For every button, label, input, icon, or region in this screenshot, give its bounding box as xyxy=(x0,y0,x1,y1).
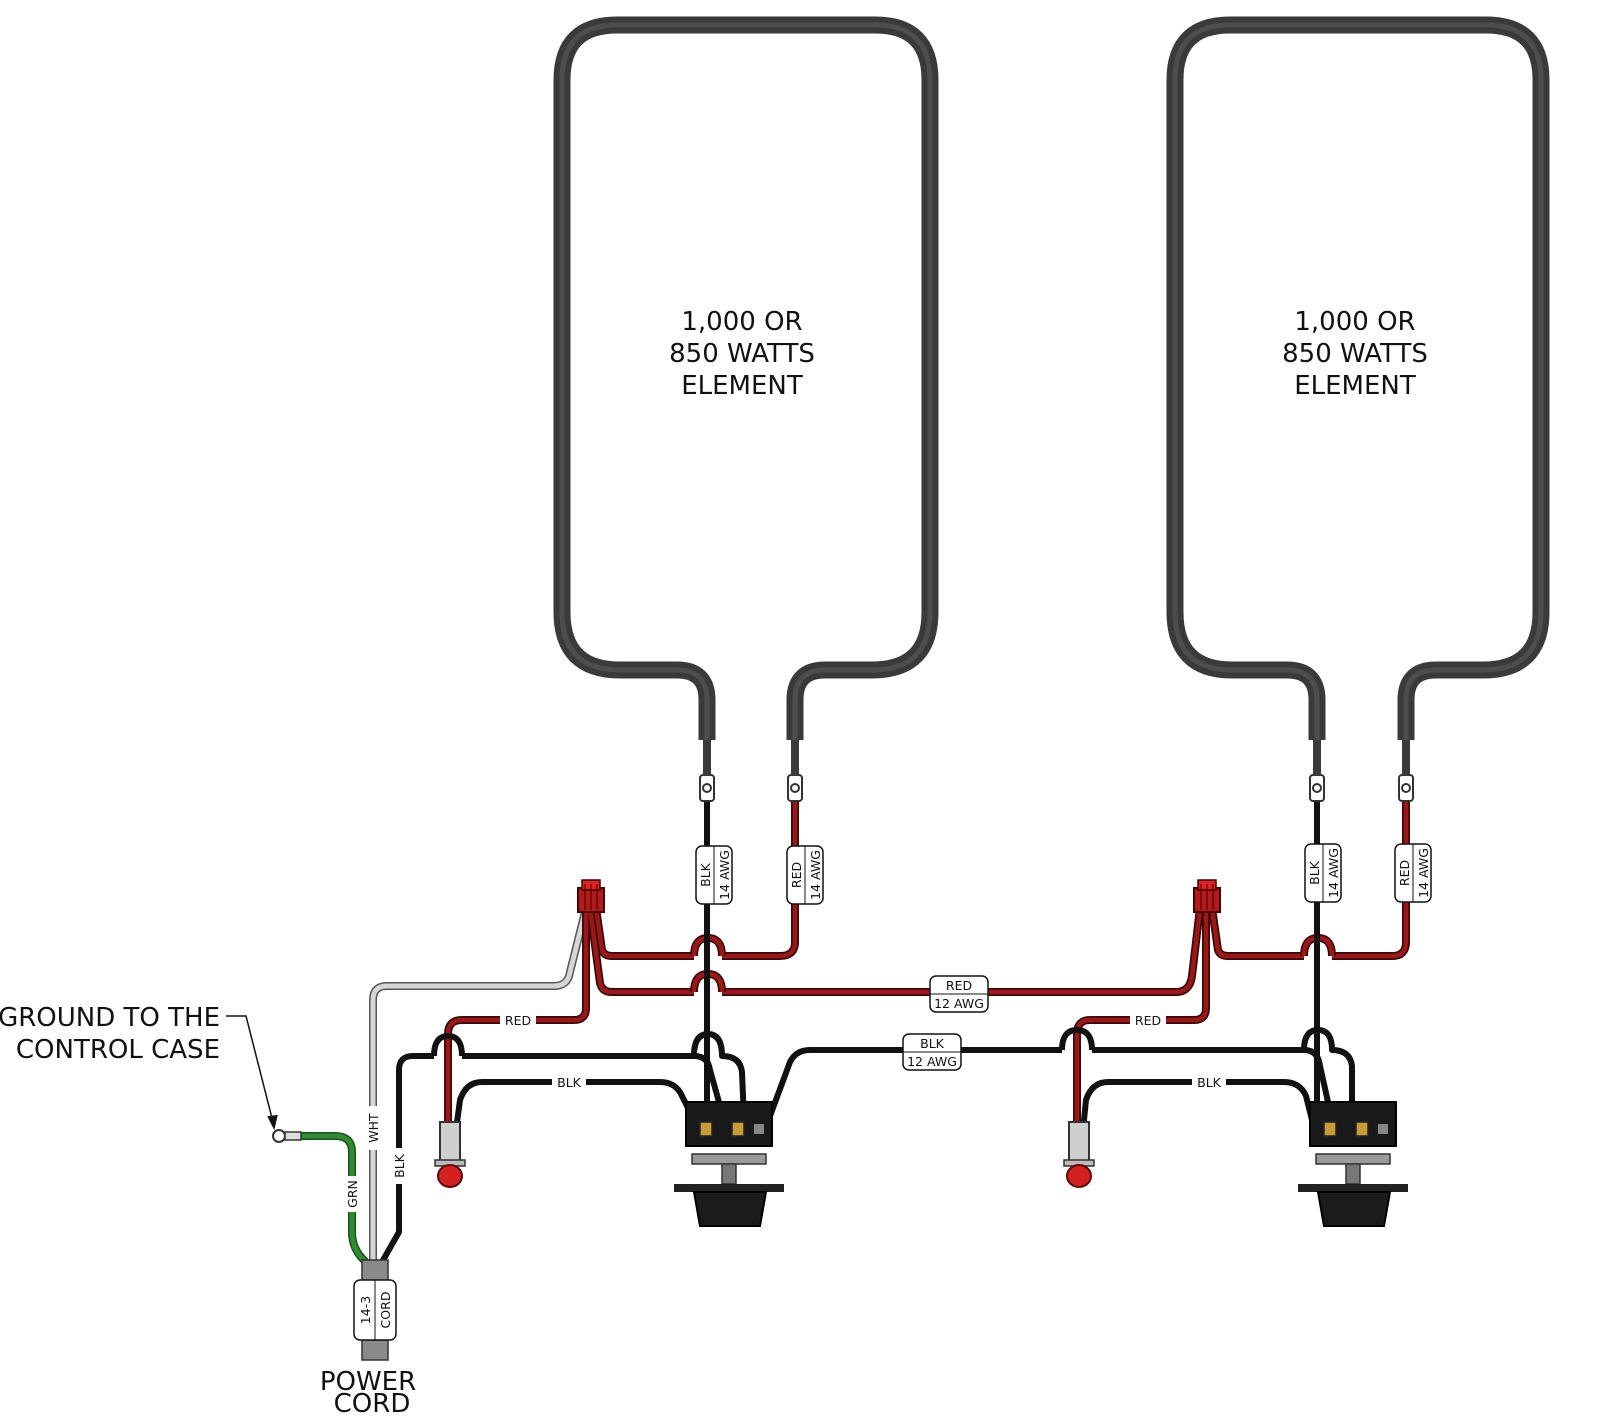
tag-right-blk-14: BLK 14 AWG xyxy=(1304,843,1342,903)
label-blk-cord: BLK xyxy=(392,1153,407,1178)
label-red-right: RED xyxy=(1135,1013,1161,1028)
tag-left-blk-14-b: 14 AWG xyxy=(717,850,732,900)
element-right-line1: 1,000 OR xyxy=(1294,307,1415,337)
tag-left-red-14-b: 14 AWG xyxy=(808,850,823,900)
element-left-line2: 850 WATTS xyxy=(669,339,815,369)
tag-red-12-b: 12 AWG xyxy=(934,996,984,1011)
element-terminals xyxy=(699,774,1414,802)
power-cord-line1: POWER xyxy=(320,1367,416,1397)
label-wht: WHT xyxy=(366,1113,381,1143)
element-left-line3: ELEMENT xyxy=(681,371,803,401)
tag-red-12-a: RED xyxy=(946,978,972,993)
label-red-left: RED xyxy=(505,1013,531,1028)
tag-blk-12-a: BLK xyxy=(920,1036,945,1051)
label-blk-right: BLK xyxy=(1197,1075,1222,1090)
indicator-lamp-left xyxy=(434,1121,466,1188)
tag-right-red-14-b: 14 AWG xyxy=(1416,848,1431,898)
tag-right-red-14: RED 14 AWG xyxy=(1394,843,1432,903)
white-wire xyxy=(369,907,590,1262)
element-right-line3: ELEMENT xyxy=(1294,371,1416,401)
tag-left-red-14: RED 14 AWG xyxy=(786,845,824,905)
tag-right-red-14-a: RED xyxy=(1397,860,1412,886)
element-left-line1: 1,000 OR xyxy=(681,307,802,337)
tag-left-blk-14: BLK 14 AWG xyxy=(695,845,733,905)
thermostat-switch-left xyxy=(674,1101,784,1227)
power-cord xyxy=(361,1259,389,1361)
ground-callout-line2: CONTROL CASE xyxy=(16,1035,220,1065)
indicator-lamp-right xyxy=(1063,1121,1095,1188)
ground-ring-terminal xyxy=(272,1129,302,1143)
label-grn: GRN xyxy=(345,1180,360,1208)
tag-cord-a: 14-3 xyxy=(358,1296,373,1324)
green-wire xyxy=(283,1132,369,1266)
label-blk-left: BLK xyxy=(557,1075,582,1090)
tag-red-12: RED 12 AWG xyxy=(929,975,989,1013)
ground-callout-line1: GROUND TO THE xyxy=(0,1003,220,1033)
black-wires xyxy=(379,802,1355,1264)
tag-right-blk-14-b: 14 AWG xyxy=(1326,848,1341,898)
thermostat-switch-right xyxy=(1298,1101,1408,1227)
ground-leader xyxy=(226,1015,278,1131)
tag-blk-12-b: 12 AWG xyxy=(907,1054,957,1069)
wire-connector-left xyxy=(577,879,605,913)
tag-cord: 14-3 CORD xyxy=(353,1279,397,1341)
tag-left-blk-14-a: BLK xyxy=(698,862,713,887)
callouts: GROUND TO THE CONTROL CASE POWER CORD xyxy=(0,1003,416,1416)
tag-left-red-14-a: RED xyxy=(789,862,804,888)
power-cord-line2: CORD xyxy=(334,1389,411,1416)
tag-right-blk-14-a: BLK xyxy=(1307,860,1322,885)
heating-element-left: 1,000 OR 850 WATTS ELEMENT xyxy=(553,16,939,740)
tag-blk-12: BLK 12 AWG xyxy=(902,1033,962,1071)
element-right-line2: 850 WATTS xyxy=(1282,339,1428,369)
tag-cord-b: CORD xyxy=(378,1292,393,1329)
wire-connector-right xyxy=(1193,879,1221,913)
heating-element-right: 1,000 OR 850 WATTS ELEMENT xyxy=(1166,16,1550,740)
wire-labels: RED RED BLK BLK WHT BLK GRN xyxy=(344,1010,1226,1212)
